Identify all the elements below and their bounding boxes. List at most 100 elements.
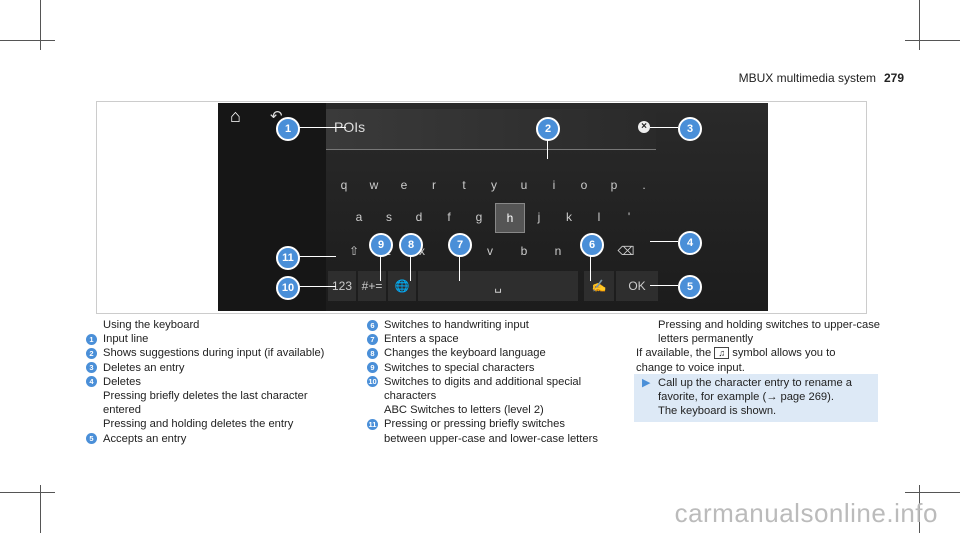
key[interactable]: . xyxy=(642,178,646,192)
callout-line xyxy=(590,255,591,281)
key[interactable]: f xyxy=(447,210,451,224)
key[interactable]: u xyxy=(520,178,528,192)
key[interactable]: y xyxy=(491,178,497,192)
legend-text: Switches to special characters xyxy=(384,361,535,374)
key[interactable]: p xyxy=(610,178,618,192)
key[interactable]: h xyxy=(495,203,525,233)
key[interactable]: w xyxy=(369,178,379,192)
callout-line xyxy=(380,255,381,281)
crop-mark xyxy=(905,40,960,41)
legend-text: Switches to digits and additional specia… xyxy=(384,375,582,388)
legend-line: entered xyxy=(103,404,141,417)
crop-mark xyxy=(40,0,41,50)
tip-line-1: Call up the character entry to rename a xyxy=(658,377,853,389)
col3-line-3: If available, the ♫ symbol allows you to xyxy=(636,346,896,360)
legend-number: 5 xyxy=(86,433,97,445)
key[interactable]: x xyxy=(419,244,425,258)
legend-number: 7 xyxy=(367,333,378,345)
tip-line-3: The keyboard is shown. xyxy=(658,405,777,418)
callout-line xyxy=(459,255,460,281)
callout-3: 3 xyxy=(678,117,702,141)
input-text: POIs xyxy=(334,119,366,135)
col3-line-3a: If available, the xyxy=(636,347,712,360)
legend-number: 3 xyxy=(86,362,97,374)
key[interactable]: ⌫ xyxy=(617,244,635,258)
crop-mark xyxy=(905,492,960,493)
key[interactable]: b xyxy=(520,244,528,258)
crop-mark xyxy=(40,485,41,533)
key[interactable]: g xyxy=(475,210,483,224)
tip-line-2: favorite, for example (→ page 269). xyxy=(658,391,834,404)
space-key[interactable]: ␣ xyxy=(418,271,578,301)
key[interactable]: e xyxy=(400,178,408,192)
key[interactable]: d xyxy=(415,210,423,224)
handwriting-icon[interactable]: ✍ xyxy=(584,271,614,301)
key[interactable]: t xyxy=(462,178,466,192)
legend-line: 1 Input line xyxy=(86,332,356,346)
legend-line: Pressing briefly deletes the last charac… xyxy=(103,390,308,403)
key[interactable]: k xyxy=(566,210,572,224)
legend-intro: Using the keyboard xyxy=(103,319,200,331)
digits-key[interactable]: 123 xyxy=(328,271,356,301)
legend-text: Input line xyxy=(103,333,149,346)
crop-mark xyxy=(0,40,55,41)
legend-number: 11 xyxy=(367,418,378,430)
key[interactable]: j xyxy=(537,210,541,224)
callout-line xyxy=(650,127,678,128)
key[interactable]: s xyxy=(386,210,392,224)
microphone-icon: ♫ xyxy=(714,347,730,360)
key[interactable]: i xyxy=(552,178,556,192)
callout-5: 5 xyxy=(678,275,702,299)
action-arrow-icon: ▶ xyxy=(642,377,651,389)
callout-4: 4 xyxy=(678,231,702,255)
legend-text: Enters a space xyxy=(384,333,459,346)
special-chars-key[interactable]: #+= xyxy=(358,271,386,301)
key[interactable]: n xyxy=(554,244,562,258)
legend-line: characters xyxy=(384,390,437,403)
callout-10: 10 xyxy=(276,276,300,300)
legend-number: 1 xyxy=(86,333,97,345)
legend-line: Pressing and holding deletes the entry xyxy=(103,418,294,431)
legend-number: 8 xyxy=(367,347,378,359)
globe-icon[interactable]: 🌐 xyxy=(388,271,416,301)
key[interactable]: o xyxy=(580,178,588,192)
ok-key[interactable]: OK xyxy=(616,271,658,301)
key[interactable]: v xyxy=(487,244,493,258)
legend-text: Deletes xyxy=(103,375,141,388)
key[interactable]: ' xyxy=(627,210,631,224)
legend-line: 3 Deletes an entry xyxy=(86,361,356,375)
key[interactable]: q xyxy=(340,178,348,192)
input-line[interactable]: POIs × xyxy=(326,109,656,150)
page-number: 279 xyxy=(883,71,904,85)
sidebar xyxy=(218,103,326,311)
callout-line xyxy=(650,241,678,242)
key[interactable]: a xyxy=(355,210,363,224)
key[interactable]: l xyxy=(597,210,601,224)
col3-line-3b: symbol allows you to xyxy=(732,347,836,360)
instruction-text: Call up the character entry to rename a … xyxy=(658,376,878,419)
key[interactable]: ⇧ xyxy=(348,244,360,258)
legend-line: between upper-case and lower-case letter… xyxy=(384,432,598,445)
callout-line xyxy=(410,255,411,281)
legend-text: Deletes an entry xyxy=(103,361,185,374)
callout-line xyxy=(547,137,548,159)
callout-1: 1 xyxy=(276,117,300,141)
key[interactable]: r xyxy=(432,178,436,192)
callout-9: 9 xyxy=(369,233,393,257)
legend-number: 9 xyxy=(367,362,378,374)
clear-icon[interactable]: × xyxy=(638,121,650,133)
callout-line xyxy=(296,127,346,128)
col3-line-1: Pressing and holding switches to upper-c… xyxy=(658,319,881,331)
home-icon[interactable]: ⌂ xyxy=(230,106,241,126)
crop-mark xyxy=(0,492,55,493)
